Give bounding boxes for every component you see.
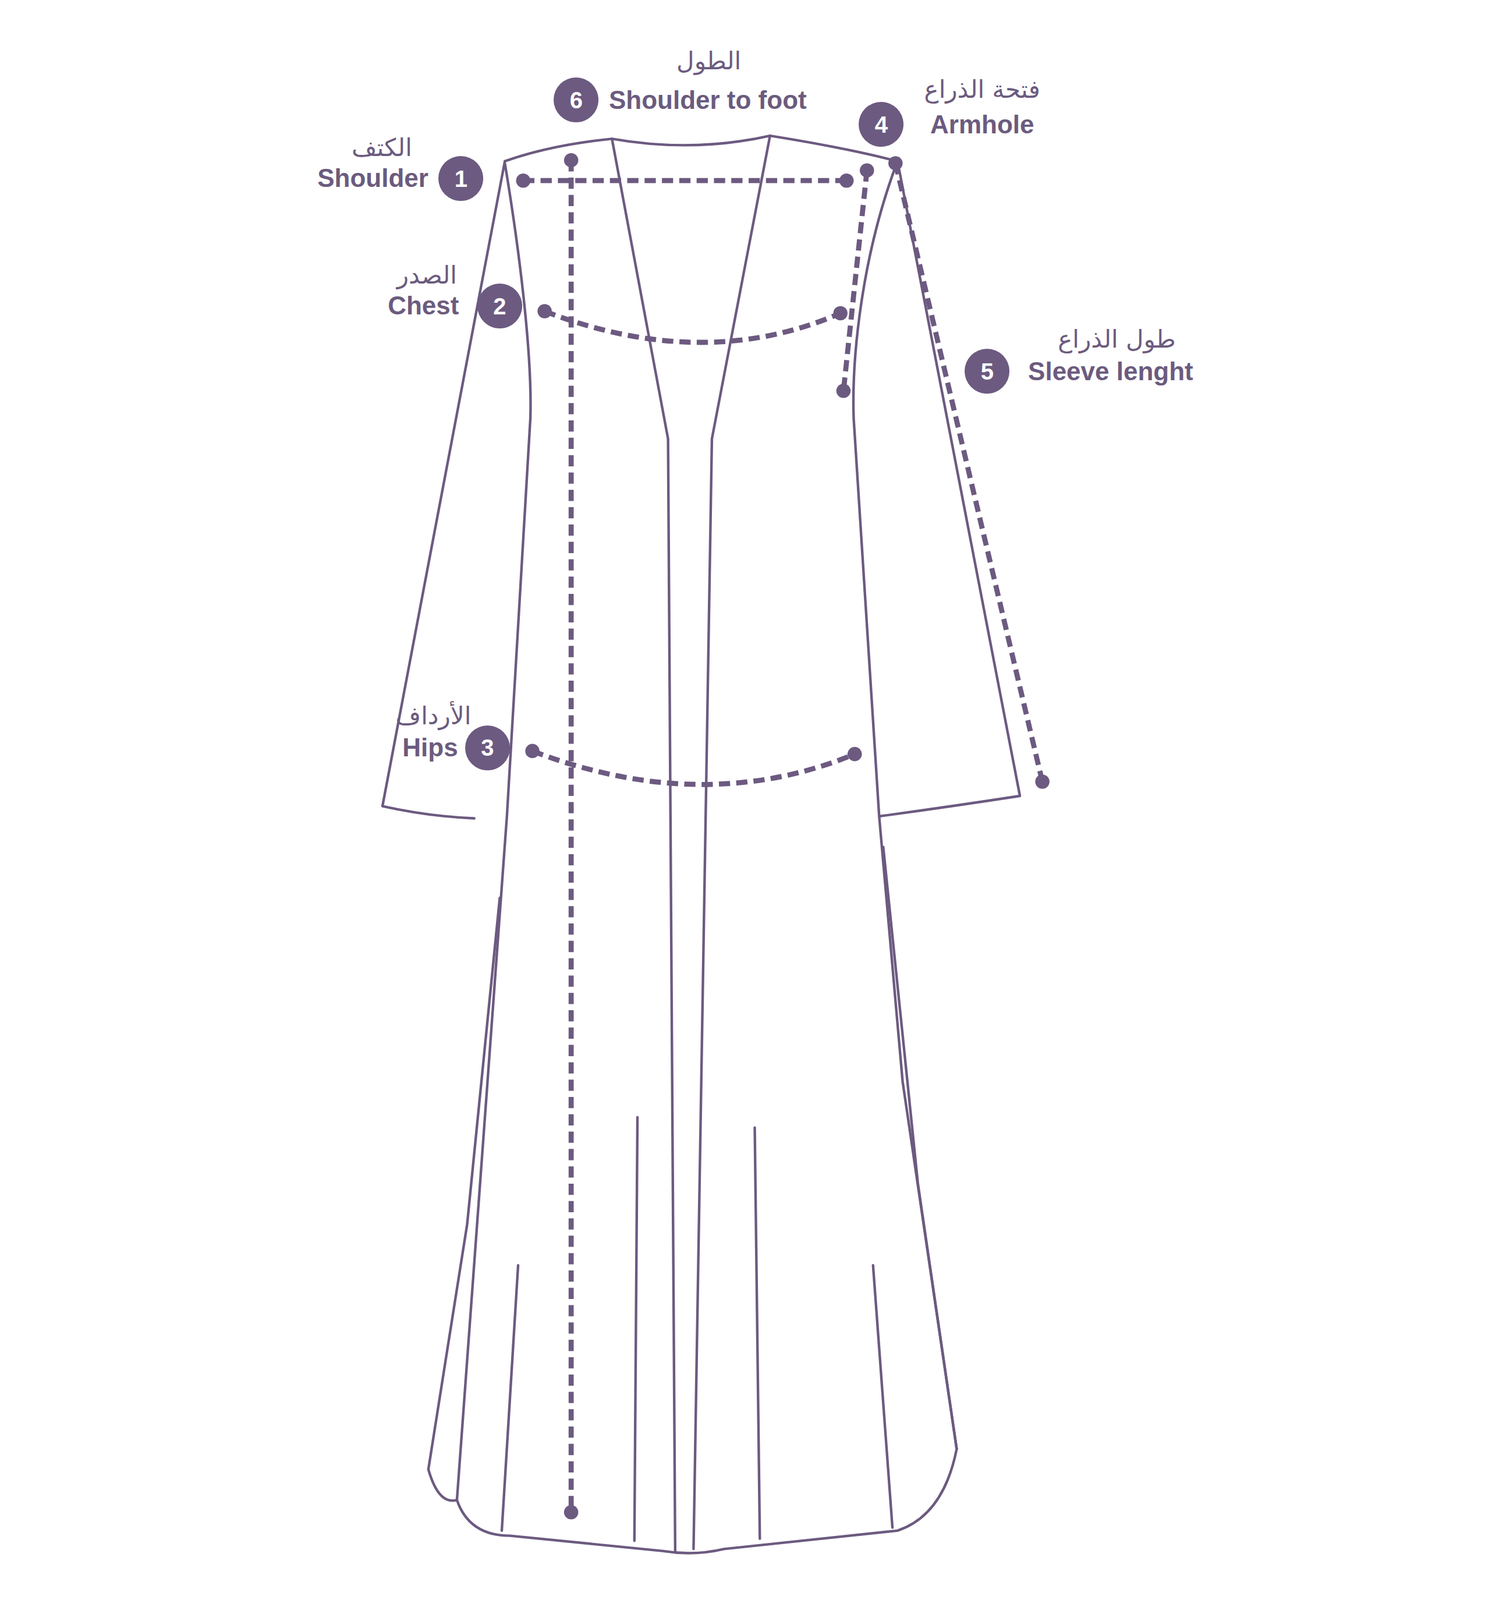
callout-number: 3 [465,725,510,771]
measure-dot [847,746,863,762]
measure-dot [1035,774,1050,789]
chest-measure [544,311,841,343]
callout-circle: 6 [553,77,599,123]
arabic-label: فتحة الذراع [924,76,1041,104]
fold-line [755,1127,761,1539]
callout-circle: 4 [858,101,904,147]
left-inner-side [428,897,501,1501]
length-measure [568,160,574,1512]
front-opening-right [693,135,770,1549]
right-inner-side [883,846,957,1449]
callout-circle-fill [964,348,1010,394]
hem [456,1448,958,1554]
armhole-measure [843,170,867,392]
hips-measure [532,750,856,785]
measure-dot [564,1504,579,1520]
measure-dot [516,173,531,189]
measure-label: Shoulder [317,164,429,193]
arabic-label: طول الذراع [1057,325,1176,353]
fold-line [501,1264,519,1531]
callout-circle: 1 [438,156,484,201]
fold-line [634,1117,638,1541]
fold-line [873,1264,893,1527]
callout-number: 6 [553,77,599,123]
measure-dot [537,303,552,319]
measure-label: Shoulder to foot [608,86,807,115]
measure-dot [859,162,875,178]
measure-dot [564,153,579,168]
measure-dot [888,156,903,171]
callout-circle: 5 [964,348,1010,394]
callout-number: 1 [438,156,484,201]
measure-label: Chest [387,291,459,320]
sleeve-measure [895,162,1043,782]
callout-number: 2 [477,283,523,329]
callout-circle: 2 [477,283,523,329]
right-sleeve [879,161,1020,817]
arabic-label: الكتف [351,134,413,162]
arabic-label: الأرداف [395,702,472,730]
left-sleeve [382,161,505,819]
measure-dot [836,383,852,399]
front-opening-left [611,138,676,1551]
measure-label: Sleeve lenght [1028,357,1194,386]
measure-dot [525,743,540,759]
callout-circle-fill [465,725,510,771]
callout-circle: 3 [465,725,510,771]
callout-number: 5 [964,348,1010,394]
neckline [504,135,898,162]
measure-dot [839,173,854,189]
measure-label: Armhole [930,110,1034,139]
arabic-label: الطول [676,47,742,75]
callout-circle-fill [858,101,904,147]
callout-number: 4 [858,101,904,147]
callout-circle-fill [553,77,599,123]
arabic-label: الصدر [397,261,457,289]
callout-circle-fill [477,283,523,329]
measure-dot [833,306,848,321]
measure-label: Hips [402,733,458,762]
left-side [456,162,531,1500]
callout-circle-fill [438,156,484,201]
